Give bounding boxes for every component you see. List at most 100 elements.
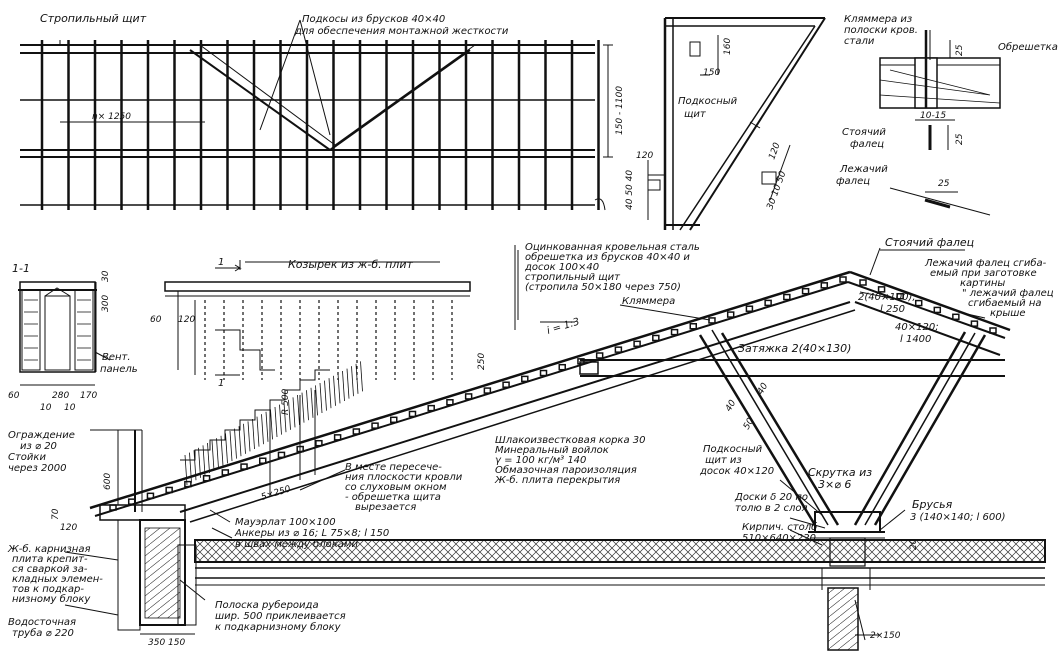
clamp-label-2: полоски кров. (844, 25, 918, 36)
slab-and-wall (99, 504, 1046, 651)
dim-350-150: 350 150 (148, 638, 185, 648)
batten (933, 306, 942, 314)
pipe-label: Водосточная (8, 617, 76, 628)
dim-1-top: 1 (218, 257, 224, 268)
cut-label-2: ния плоскости кровли (345, 472, 463, 483)
batten (595, 352, 604, 359)
hatch-line (342, 370, 345, 402)
hatch-line (333, 375, 336, 406)
hatch-line (324, 380, 327, 411)
rafter-panel-elevation (20, 19, 613, 211)
cornice-label-2: плита крепит- (12, 554, 88, 565)
dim-10-15: 10-15 (920, 111, 946, 121)
batten (464, 393, 473, 400)
standing-seam-main: Стоячий фалец (885, 236, 974, 249)
hatch-line (202, 445, 206, 476)
dim-60-a: 60 (8, 391, 20, 401)
hatch-line (355, 363, 359, 394)
hatch-line (283, 402, 287, 433)
batten (352, 428, 361, 435)
dim-25-b: 25 (955, 133, 965, 145)
hatch-line (261, 414, 264, 445)
batten (633, 340, 641, 348)
hatch-line (306, 390, 309, 421)
hatch-line (198, 447, 201, 478)
dim-160: 160 (723, 38, 733, 55)
brace-main-1: Подкосный (703, 444, 763, 455)
ridge-dim-d: l 1400 (900, 334, 931, 345)
batten (859, 279, 867, 286)
batten (521, 375, 529, 383)
batten (708, 317, 716, 324)
mauerlat-label-3: в швах между блоками (235, 538, 358, 550)
hatch-line (193, 450, 197, 481)
batten (221, 469, 230, 476)
batten (670, 328, 679, 336)
hatch-line (247, 421, 251, 452)
hatch-line (207, 442, 210, 474)
standing-seam-label-2: фалец (850, 139, 884, 150)
dim-25-a: 25 (955, 44, 965, 56)
fence-label-4: через 2000 (8, 463, 67, 474)
braces-label: Подкосы из брусков 40×40 (302, 13, 445, 25)
pipe-label-2: труба ⌀ 220 (12, 627, 74, 639)
hatch-line (351, 366, 354, 397)
hatch-line (220, 435, 224, 466)
dim-10-b: 10 (64, 403, 76, 413)
cornice-label-3: ся сваркой за- (12, 564, 88, 575)
batten (558, 363, 566, 371)
cornice-label-4: кладных элемен- (12, 574, 103, 585)
dim-30-10-50: 30 10 50 (765, 170, 788, 211)
brace-panel-detail (647, 17, 826, 231)
brace-main-2: щит из (705, 455, 742, 466)
dim-r500: R 500 (281, 388, 291, 415)
lying-main-2: емый при заготовке (930, 268, 1037, 279)
cut-label-5: вырезается (355, 502, 416, 513)
lying-seam-label: Лежачий (839, 164, 888, 175)
brick-post-label-2: 510×640×220 (742, 533, 816, 544)
twist-label: Скрутка из (808, 466, 872, 479)
brace-panel-label: Подкосный (678, 96, 738, 107)
galvanized-label-3: досок 100×40 (524, 262, 599, 273)
crust-label-5: Ж-б. плита перекрытия (494, 474, 620, 486)
hatch-line (279, 404, 282, 435)
dim-250: 250 (477, 353, 487, 370)
batten (877, 286, 886, 293)
rafter-panel-title: Стропильный щит (40, 12, 147, 25)
braces-label-2: для обеспечения монтажной жесткости (294, 25, 509, 37)
crust-label-4: Обмазочная пароизоляция (495, 464, 637, 476)
hatch-line (225, 433, 228, 464)
batten (914, 299, 923, 307)
vent-label: Вент. (102, 352, 131, 363)
batten (952, 313, 960, 321)
batten (408, 410, 417, 418)
batten (896, 292, 904, 300)
cut-label-1: В месте пересече- (345, 462, 442, 473)
batten (820, 282, 829, 289)
boards-label: Доски δ 20 по (734, 492, 808, 503)
galvanized-label-4: стропильный щит (525, 272, 621, 283)
roof-section (89, 270, 1011, 539)
dim-150-1100: 150 - 1100 (615, 86, 625, 135)
hatch-line (301, 392, 305, 423)
mauerlat-label-2: Анкеры из ⌀ 16; L 75×8; l 150 (234, 528, 389, 539)
seam-detail (879, 30, 1001, 216)
batten (258, 457, 267, 464)
standing-seam-label: Стоячий (842, 127, 886, 138)
dim-5x250: 5×250 (260, 484, 292, 503)
hatch-line (243, 423, 246, 454)
dim-20: 20 (909, 538, 919, 550)
brace-main-3: досок 40×120 (699, 466, 774, 477)
dim-280: 280 (52, 391, 69, 401)
ridge-dim-c: 40×120; (895, 322, 939, 333)
galvanized-label-2: обрешетка из брусков 40×40 и (525, 251, 690, 263)
batten (127, 498, 136, 505)
dim-120-d: 120 (60, 523, 77, 533)
dim-25-c: 25 (938, 179, 950, 189)
dim-120-c: 120 (178, 315, 195, 325)
dim-120-left: 120 (636, 151, 653, 161)
batten (483, 387, 492, 394)
cornice-label-1: Ж-б. карнизная (7, 543, 90, 555)
dim-70: 70 (51, 508, 61, 520)
hatch-line (238, 426, 242, 457)
